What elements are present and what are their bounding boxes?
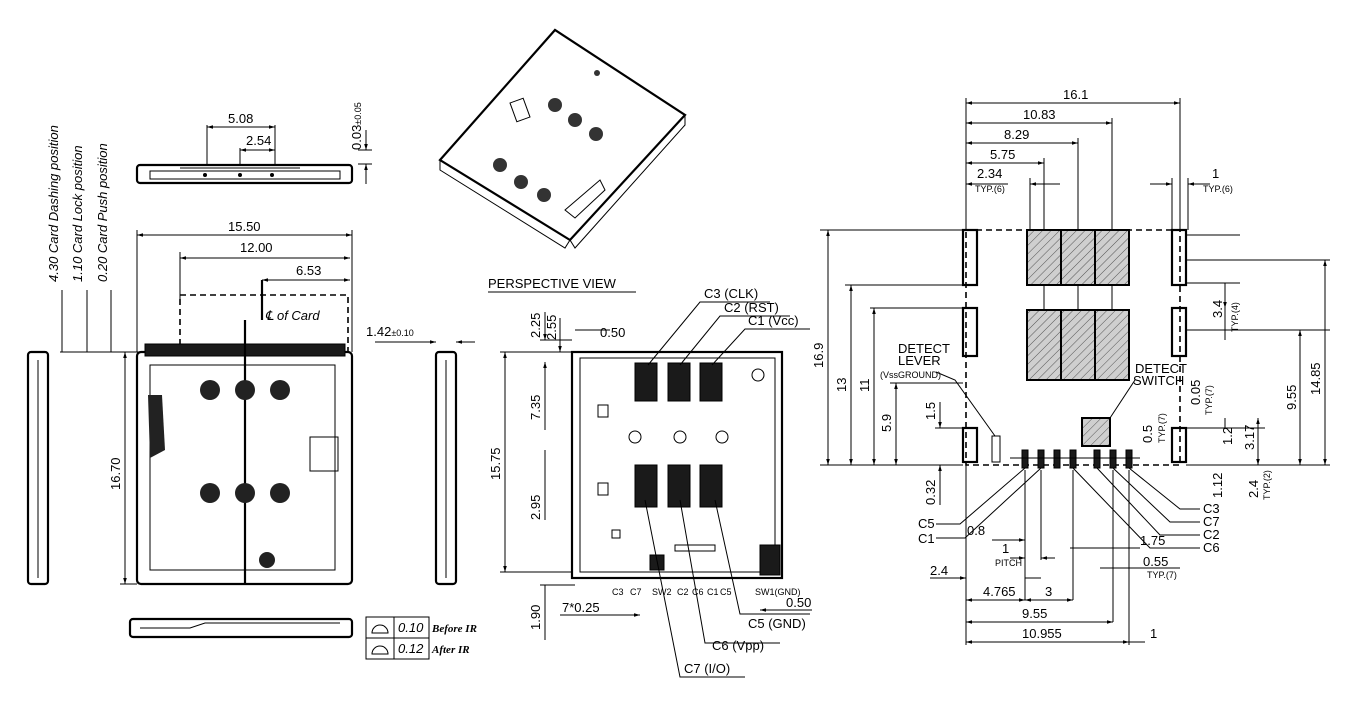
typ-7-c: TYP.(7): [1147, 570, 1177, 580]
dim-13: 13: [834, 378, 849, 392]
detect-lever-1: DETECT: [898, 341, 950, 356]
dim-0-8: 0.8: [967, 523, 985, 538]
top-side-view: 5.08 2.54 0.03±0.05: [135, 102, 372, 185]
footprint: 16.1 10.83 8.29 5.75 2.34 TYP.(6) 1 TYP.…: [811, 87, 1330, 645]
pin-c7: C7: [1203, 514, 1220, 529]
dim-6-53: 6.53: [296, 263, 321, 278]
dim-0-05: 0.05: [1188, 380, 1203, 405]
card-dashing-position: 4.30 Card Dashing position: [46, 125, 61, 282]
dim-15-75: 15.75: [488, 447, 503, 480]
detect-lever-3: (VssGROUND): [880, 370, 941, 380]
pin-c2: C2: [1203, 527, 1220, 542]
contact-c5-gnd: C5 (GND): [748, 616, 806, 631]
dim-3-17: 3.17: [1242, 425, 1257, 450]
centerline-label: ℄ of Card: [265, 308, 320, 323]
perspective-view: PERSPECTIVE VIEW C3 (CLK) C2 (RST) C1 (V…: [488, 276, 812, 678]
pin-label-c5: C5: [720, 587, 732, 597]
perspective-title: PERSPECTIVE VIEW: [488, 276, 617, 291]
contact-c2-rst: C2 (RST): [724, 300, 779, 315]
flatness-after-label: After IR: [431, 644, 470, 656]
dim-1-5: 1.5: [923, 402, 938, 420]
typ-6-right: TYP.(6): [1203, 184, 1233, 194]
dim-16-1: 16.1: [1063, 87, 1088, 102]
dim-12-00: 12.00: [240, 240, 273, 255]
dim-2-55: 2.55: [544, 315, 559, 340]
pin-label-sw1-gnd: SW1(GND): [755, 587, 801, 597]
dim-9-55: 9.55: [1022, 606, 1047, 621]
dim-15-50: 15.50: [228, 219, 261, 234]
dim-2-4-v: 2.4: [1246, 480, 1261, 498]
detect-lever-2: LEVER: [898, 353, 941, 368]
dim-2-34: 2.34: [977, 166, 1002, 181]
dim-1-42: 1.42±0.10: [366, 324, 414, 339]
dim-2-25: 2.25: [528, 313, 543, 338]
pin-label-c6: C6: [692, 587, 704, 597]
dim-8-29: 8.29: [1004, 127, 1029, 142]
flatness-before-value: 0.10: [398, 620, 424, 635]
dim-1-2: 1.2: [1220, 427, 1235, 445]
dim-0-03: 0.03±0.05: [349, 102, 364, 150]
pin-c5: C5: [918, 516, 935, 531]
dim-1-12: 1.12: [1210, 473, 1225, 498]
dim-1-pitch: 1: [1002, 541, 1009, 556]
dim-1-top: 1: [1212, 166, 1219, 181]
dim-1-bottom: 1: [1150, 626, 1157, 641]
pitch-label: PITCH: [995, 558, 1022, 568]
typ-7-a: TYP.(7): [1204, 385, 1214, 415]
typ-7-b: TYP.(7): [1157, 413, 1167, 443]
pin-c3: C3: [1203, 501, 1220, 516]
dim-0-5: 0.5: [1140, 425, 1155, 443]
pin-label-sw2: SW2: [652, 587, 672, 597]
dim-5-9: 5.9: [879, 414, 894, 432]
pin-label-c2: C2: [677, 587, 689, 597]
card-push-position: 0.20 Card Push position: [95, 143, 110, 282]
pin-c1: C1: [918, 531, 935, 546]
dim-9-55-v: 9.55: [1284, 385, 1299, 410]
dim-3-4: 3.4: [1210, 300, 1225, 318]
dim-10-83: 10.83: [1023, 107, 1056, 122]
card-position-labels: 4.30 Card Dashing position 1.10 Card Loc…: [46, 125, 140, 353]
typ-6-left: TYP.(6): [975, 184, 1005, 194]
dim-14-85: 14.85: [1308, 362, 1323, 395]
main-top-view: 15.50 12.00 6.53 ℄ of Card 16.70 1.42±0.…: [26, 219, 475, 639]
dim-2-4: 2.4: [930, 563, 948, 578]
detect-switch-2: SWITCH: [1133, 373, 1184, 388]
detect-switch-1: DETECT: [1135, 361, 1187, 376]
flatness-table: 0.10 Before IR 0.12 After IR: [365, 616, 477, 660]
perspective-sketch: [438, 28, 687, 249]
pin-label-row: C3 C7 SW2 C2 C6 C1 C5 SW1(GND): [612, 587, 801, 597]
pin-label-c7: C7: [630, 587, 642, 597]
dim-5-08: 5.08: [228, 111, 253, 126]
dim-0-50-top: 0.50: [600, 325, 625, 340]
card-lock-position: 1.10 Card Lock position: [70, 145, 85, 282]
contact-c1-vcc: C1 (Vcc): [748, 313, 799, 328]
dim-7x0-25: 7*0.25: [562, 600, 600, 615]
contact-c7-io: C7 (I/O): [684, 661, 730, 676]
dim-0-32: 0.32: [923, 480, 938, 505]
pin-c6: C6: [1203, 540, 1220, 555]
dim-2-95: 2.95: [528, 495, 543, 520]
dim-10-955: 10.955: [1022, 626, 1062, 641]
dim-0-55: 0.55: [1143, 554, 1168, 569]
pin-label-c3: C3: [612, 587, 624, 597]
flatness-after-value: 0.12: [398, 641, 424, 656]
dim-2-54: 2.54: [246, 133, 271, 148]
dim-16-70: 16.70: [108, 457, 123, 490]
pin-label-c1: C1: [707, 587, 719, 597]
dim-11: 11: [857, 379, 872, 393]
typ-2: TYP.(2): [1262, 470, 1272, 500]
dim-7-35: 7.35: [528, 395, 543, 420]
flatness-before-label: Before IR: [431, 623, 477, 635]
contact-c6-vpp: C6 (Vpp): [712, 638, 764, 653]
typ-4: TYP.(4): [1230, 302, 1240, 332]
dim-0-50-bottom: 0.50: [786, 595, 811, 610]
dim-5-75: 5.75: [990, 147, 1015, 162]
dim-16-9: 16.9: [811, 343, 826, 368]
dim-1-75: 1.75: [1140, 533, 1165, 548]
dim-3: 3: [1045, 584, 1052, 599]
contact-c3-clk: C3 (CLK): [704, 286, 758, 301]
dim-4-765: 4.765: [983, 584, 1016, 599]
dim-1-90: 1.90: [528, 605, 543, 630]
